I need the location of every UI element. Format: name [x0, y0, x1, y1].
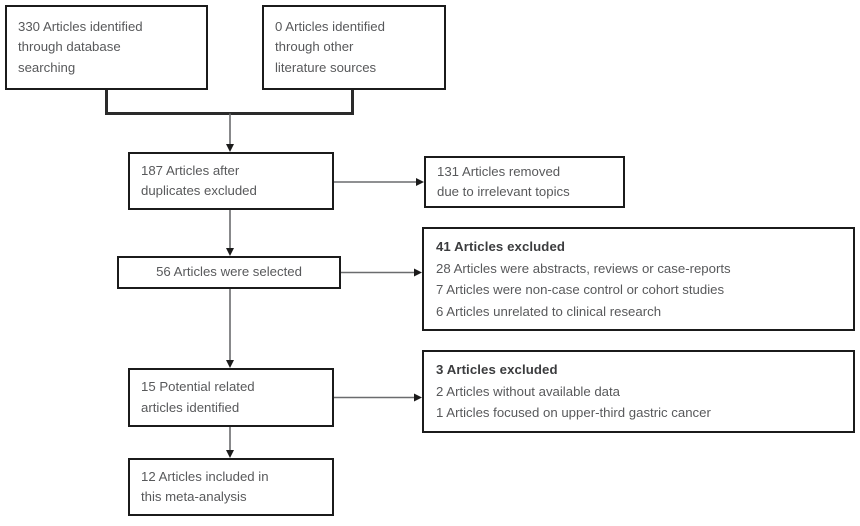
node-line: 1 Articles focused on upper-third gastri…: [436, 405, 711, 421]
merge-connector: [105, 90, 354, 115]
node-potential-related-articles: 15 Potential related articles identified: [128, 368, 334, 427]
node-line: due to irrelevant topics: [437, 184, 570, 199]
node-articles-included-meta-analysis: 12 Articles included in this meta-analys…: [128, 458, 334, 516]
node-line: literature sources: [275, 59, 377, 75]
node-heading: 3 Articles excluded: [436, 362, 558, 378]
node-line: through other: [275, 39, 354, 55]
node-line: 12 Articles included in: [141, 468, 269, 484]
arrowhead-selected: [226, 248, 234, 256]
node-articles-excluded-41: 41 Articles excluded 28 Articles were ab…: [422, 227, 855, 331]
node-articles-selected: 56 Articles were selected: [117, 256, 341, 289]
node-articles-excluded-3: 3 Articles excluded 2 Articles without a…: [422, 350, 855, 433]
arrowhead-removed: [416, 178, 424, 186]
node-line: articles identified: [141, 399, 240, 415]
node-articles-after-duplicates: 187 Articles after duplicates excluded: [128, 152, 334, 210]
node-line: 0 Articles identified: [275, 18, 385, 34]
node-line: searching: [18, 59, 76, 75]
node-line: this meta-analysis: [141, 489, 247, 504]
node-line: 7 Articles were non-case control or coho…: [436, 282, 725, 297]
node-heading: 41 Articles excluded: [436, 239, 566, 254]
node-line: through database: [18, 39, 121, 55]
arrowhead-excluded3: [414, 393, 422, 402]
node-articles-database-searching: 330 Articles identified through database…: [5, 5, 208, 90]
node-line: 28 Articles were abstracts, reviews or c…: [436, 260, 731, 276]
arrowhead-duplicates: [226, 144, 234, 152]
arrowhead-included: [226, 450, 234, 458]
node-line: duplicates excluded: [141, 183, 257, 198]
node-articles-other-sources: 0 Articles identified through other lite…: [262, 5, 446, 90]
arrowhead-excluded41: [414, 268, 422, 277]
node-line: 187 Articles after: [141, 162, 240, 178]
node-line: 330 Articles identified: [18, 18, 143, 34]
node-line: 15 Potential related: [141, 379, 255, 394]
node-line: 6 Articles unrelated to clinical researc…: [436, 303, 662, 319]
node-line: 2 Articles without available data: [436, 383, 620, 399]
node-line: 131 Articles removed: [437, 163, 561, 179]
node-line: 56 Articles were selected: [156, 264, 302, 280]
arrowhead-potential: [226, 360, 234, 368]
node-articles-removed-irrelevant: 131 Articles removed due to irrelevant t…: [424, 156, 625, 208]
